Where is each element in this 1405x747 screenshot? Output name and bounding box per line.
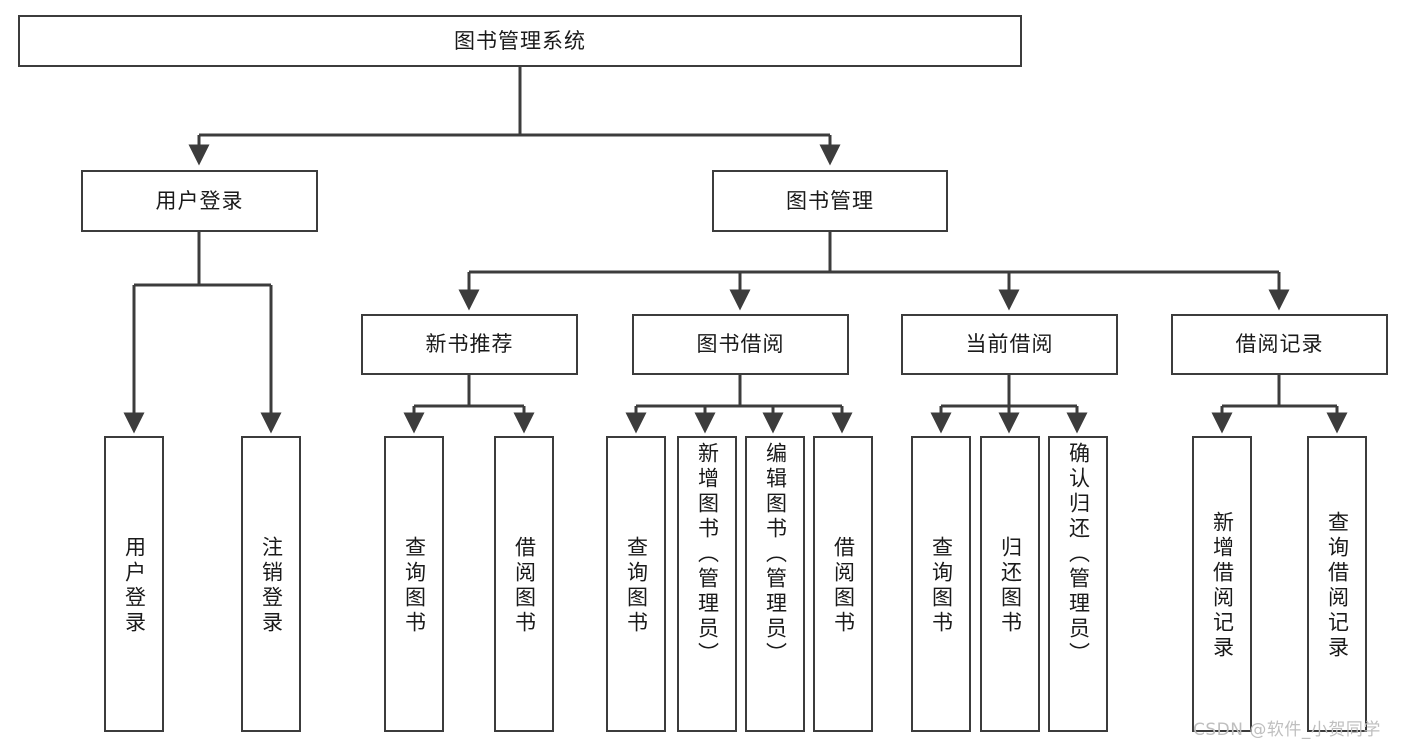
node-label: 图书管理 (786, 188, 874, 213)
leaf-label: 查询图书 (929, 536, 954, 636)
leaf-new-book-query[interactable]: 查询图书 (384, 436, 444, 732)
leaf-new-book-borrow[interactable]: 借阅图书 (494, 436, 554, 732)
leaf-borrow-query-book[interactable]: 查询图书 (606, 436, 666, 732)
leaf-borrow-edit-book-admin[interactable]: 编辑图书（管理员） (745, 436, 805, 732)
leaf-label: 查询借阅记录 (1325, 511, 1350, 661)
node-label: 用户登录 (155, 188, 244, 213)
leaf-label: 新增借阅记录 (1210, 511, 1235, 661)
leaf-user-login-logout[interactable]: 注销登录 (241, 436, 301, 732)
leaf-label: 注销登录 (259, 536, 284, 636)
node-label: 当前借阅 (965, 332, 1054, 357)
node-book-management[interactable]: 图书管理 (712, 170, 948, 232)
node-label: 新书推荐 (425, 332, 514, 357)
node-borrow-record[interactable]: 借阅记录 (1171, 314, 1388, 375)
leaf-record-add-record[interactable]: 新增借阅记录 (1192, 436, 1252, 732)
leaf-label: 查询图书 (402, 536, 427, 636)
node-current-borrow[interactable]: 当前借阅 (901, 314, 1118, 375)
leaf-label: 新增图书（管理员） (695, 442, 720, 667)
leaf-label: 确认归还（管理员） (1066, 442, 1091, 667)
node-book-borrow[interactable]: 图书借阅 (632, 314, 849, 375)
node-root-book-management-system[interactable]: 图书管理系统 (18, 15, 1022, 67)
leaf-current-query-book[interactable]: 查询图书 (911, 436, 971, 732)
leaf-label: 查询图书 (624, 536, 649, 636)
leaf-label: 编辑图书（管理员） (763, 442, 788, 667)
node-new-book-recommend[interactable]: 新书推荐 (361, 314, 578, 375)
leaf-user-login-login[interactable]: 用户登录 (104, 436, 164, 732)
leaf-borrow-add-book-admin[interactable]: 新增图书（管理员） (677, 436, 737, 732)
leaf-current-confirm-return-admin[interactable]: 确认归还（管理员） (1048, 436, 1108, 732)
leaf-borrow-borrow-book[interactable]: 借阅图书 (813, 436, 873, 732)
leaf-record-query-record[interactable]: 查询借阅记录 (1307, 436, 1367, 732)
node-label: 图书借阅 (696, 332, 785, 357)
node-user-login[interactable]: 用户登录 (81, 170, 318, 232)
leaf-label: 用户登录 (122, 536, 147, 636)
node-label: 借阅记录 (1235, 332, 1324, 357)
leaf-label: 借阅图书 (831, 536, 856, 636)
node-label: 图书管理系统 (454, 28, 586, 53)
leaf-current-return-book[interactable]: 归还图书 (980, 436, 1040, 732)
csdn-watermark: CSDN @软件_小贺同学 (1193, 720, 1381, 740)
leaf-label: 归还图书 (998, 536, 1023, 636)
leaf-label: 借阅图书 (512, 536, 537, 636)
